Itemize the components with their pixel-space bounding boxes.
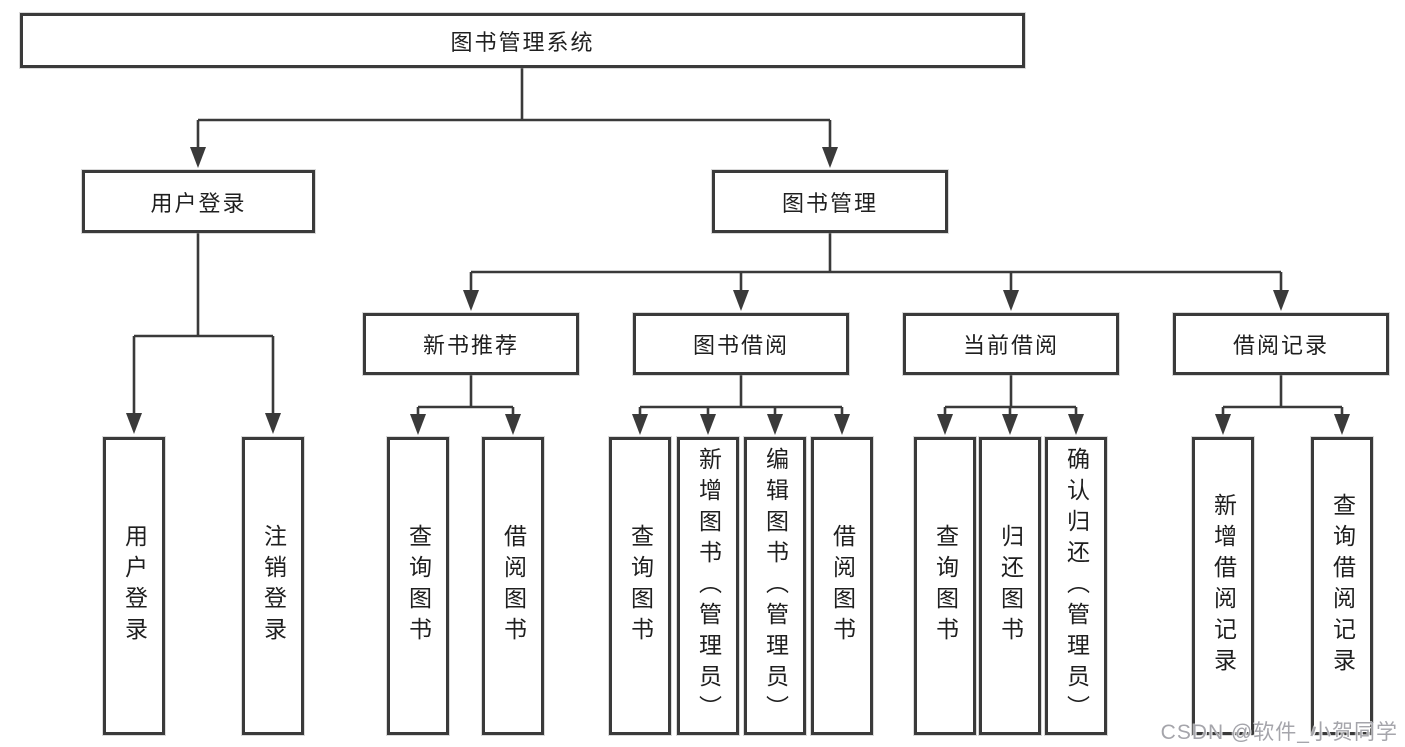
leaf-query-books-current: 查询图书 xyxy=(914,437,976,735)
node-user-login: 用户登录 xyxy=(82,170,315,233)
leaf-user-login-label: 用户登录 xyxy=(121,524,148,648)
leaf-confirm-return-admin-label: 确认归还（管理员） xyxy=(1063,446,1090,726)
node-new-book-recommend-label: 新书推荐 xyxy=(422,333,519,358)
node-borrow-records: 借阅记录 xyxy=(1173,313,1389,375)
leaf-query-books-recommend: 查询图书 xyxy=(387,437,449,735)
node-new-book-recommend: 新书推荐 xyxy=(363,313,579,375)
leaf-query-books-borrow-label: 查询图书 xyxy=(627,524,654,648)
leaf-add-borrow-record: 新增借阅记录 xyxy=(1192,437,1254,735)
leaf-borrow-books-borrow: 借阅图书 xyxy=(811,437,873,735)
leaf-logout: 注销登录 xyxy=(242,437,304,735)
leaf-query-borrow-record: 查询借阅记录 xyxy=(1311,437,1373,735)
node-current-borrow: 当前借阅 xyxy=(903,313,1119,375)
node-book-borrow: 图书借阅 xyxy=(633,313,849,375)
node-borrow-records-label: 借阅记录 xyxy=(1232,333,1329,358)
leaf-add-borrow-record-label: 新增借阅记录 xyxy=(1210,493,1237,679)
leaf-add-book-admin-label: 新增图书（管理员） xyxy=(695,446,722,726)
leaf-return-book: 归还图书 xyxy=(979,437,1041,735)
node-book-management: 图书管理 xyxy=(712,170,948,233)
leaf-borrow-books-borrow-label: 借阅图书 xyxy=(829,524,856,648)
arrowheads xyxy=(126,147,1350,435)
leaf-query-books-current-label: 查询图书 xyxy=(932,524,959,648)
leaf-logout-label: 注销登录 xyxy=(260,524,287,648)
node-root-label: 图书管理系统 xyxy=(450,29,595,55)
leaf-query-borrow-record-label: 查询借阅记录 xyxy=(1329,493,1356,679)
leaf-borrow-books-recommend-label: 借阅图书 xyxy=(500,524,527,648)
node-current-borrow-label: 当前借阅 xyxy=(962,333,1059,358)
leaf-return-book-label: 归还图书 xyxy=(997,524,1024,648)
node-book-borrow-label: 图书借阅 xyxy=(692,333,789,358)
leaf-add-book-admin: 新增图书（管理员） xyxy=(677,437,739,735)
leaf-confirm-return-admin: 确认归还（管理员） xyxy=(1045,437,1107,735)
leaf-user-login: 用户登录 xyxy=(103,437,165,735)
node-book-management-label: 图书管理 xyxy=(781,190,878,216)
leaf-query-books-recommend-label: 查询图书 xyxy=(405,524,432,648)
leaf-edit-book-admin-label: 编辑图书（管理员） xyxy=(762,446,789,726)
leaf-borrow-books-recommend: 借阅图书 xyxy=(482,437,544,735)
leaf-edit-book-admin: 编辑图书（管理员） xyxy=(744,437,806,735)
csdn-watermark: CSDN @软件_小贺同学 xyxy=(1160,721,1398,744)
node-user-login-label: 用户登录 xyxy=(150,190,247,216)
leaf-query-books-borrow: 查询图书 xyxy=(609,437,671,735)
node-root: 图书管理系统 xyxy=(20,13,1025,68)
